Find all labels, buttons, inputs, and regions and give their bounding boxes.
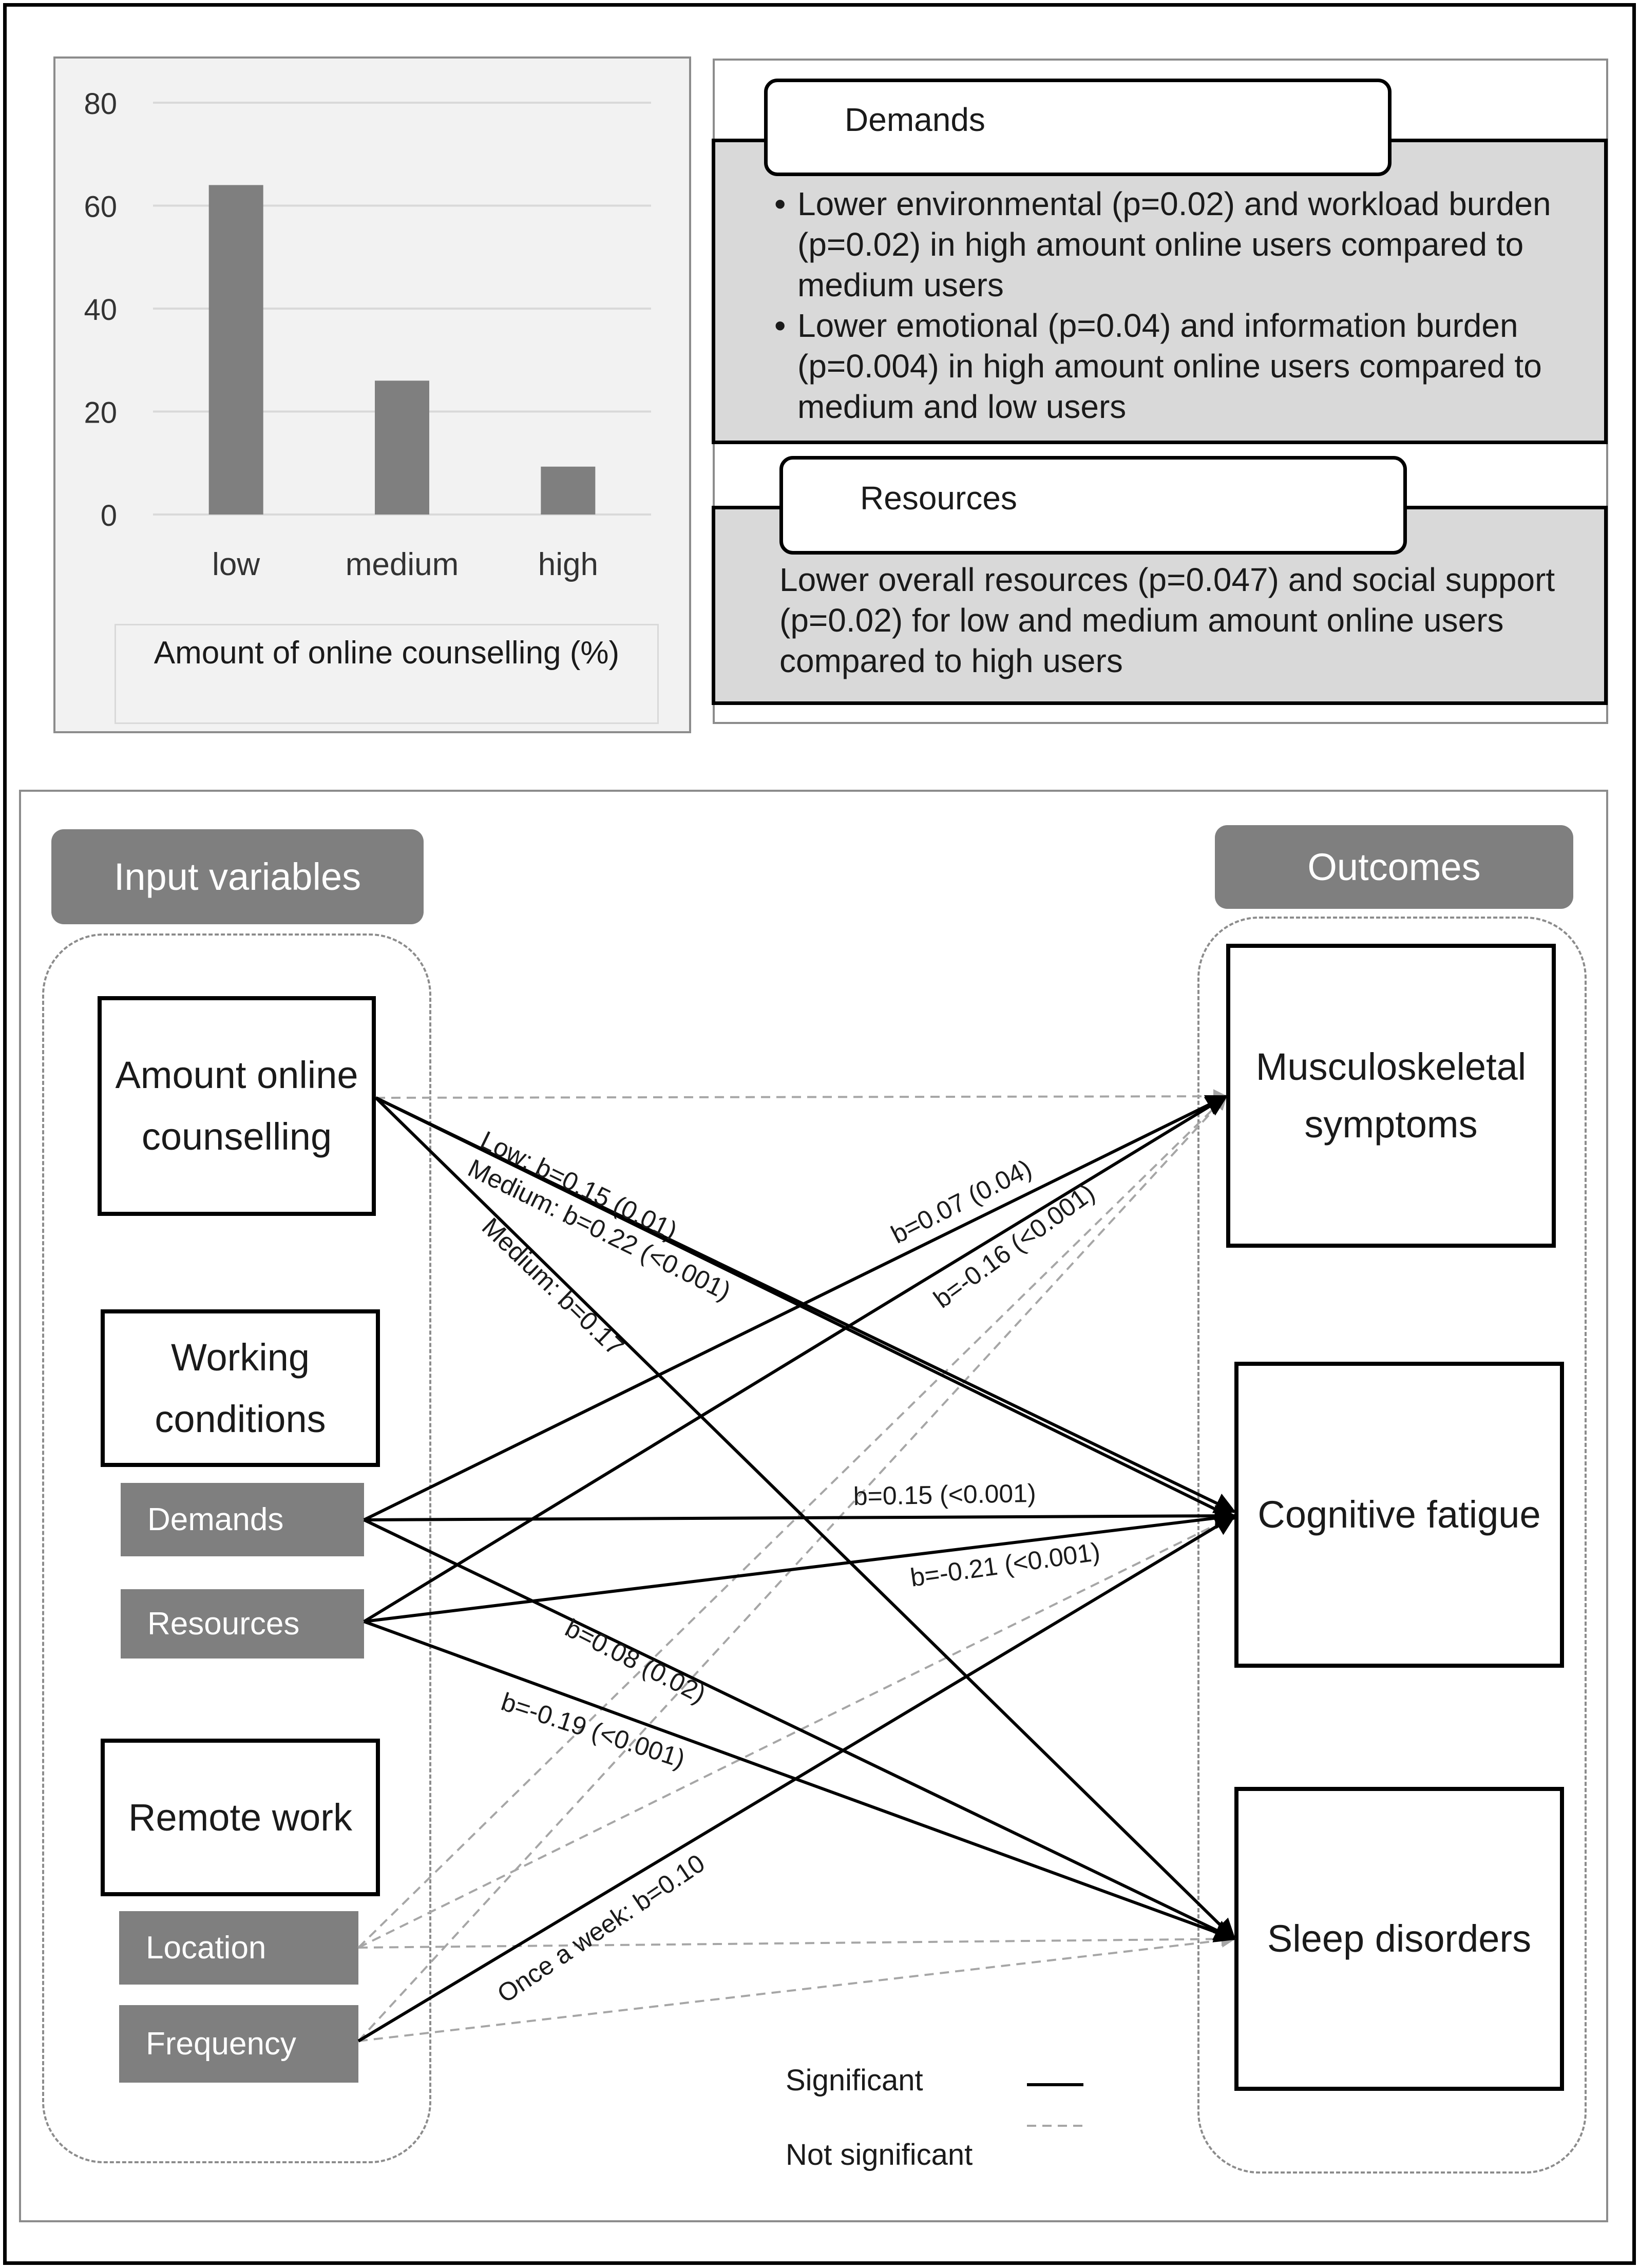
y-tick-label: 0 — [101, 499, 117, 532]
y-tick-label: 80 — [84, 87, 117, 121]
path-resources-to-msk — [363, 1095, 1228, 1623]
input-remote-work: Remote work — [101, 1739, 380, 1896]
y-tick-label: 60 — [84, 190, 117, 224]
x-tick-label: low — [212, 547, 260, 582]
outcome-cog-label: Cognitive fatigue — [1257, 1493, 1541, 1536]
path-coefficient-label: b=-0.21 (<0.001) — [908, 1537, 1102, 1592]
x-tick-label: medium — [346, 547, 459, 582]
demands-bullet-text: Lower emotional (p=0.04) and information… — [797, 307, 1542, 425]
path-coefficient-label: b=0.15 (<0.001) — [853, 1479, 1036, 1511]
bullet-icon: • — [774, 307, 786, 344]
bar-chart: 0 20 40 60 80 low medium high — [84, 87, 651, 582]
path-location-to-msk — [357, 1095, 1227, 1949]
path-frequency-to-cog — [357, 1514, 1236, 2043]
resources-title: Resources — [779, 456, 1407, 555]
path-amount-to-msk — [375, 1089, 1228, 1104]
outcome-sleep-disorders: Sleep disorders — [1234, 1787, 1564, 2091]
input-amount-online-counselling: Amount online counselling — [98, 996, 376, 1216]
outcome-cognitive-fatigue: Cognitive fatigue — [1234, 1362, 1564, 1668]
input-variables-header: Input variables — [51, 829, 424, 924]
input-remote-label: Remote work — [128, 1796, 352, 1839]
path-demands-to-cog — [364, 1505, 1237, 1527]
path-demands-to-msk — [363, 1095, 1228, 1521]
bullet-icon: • — [774, 185, 786, 222]
outcomes-group — [1197, 917, 1587, 2174]
legend-not-significant-label: Not significant — [786, 2138, 973, 2171]
path-demands-to-sleep — [363, 1518, 1236, 1940]
figure-frame — [3, 3, 1636, 2265]
path-location-to-cog — [358, 1515, 1236, 1949]
demands-findings-box — [712, 139, 1608, 444]
outcome-sleep-label: Sleep disorders — [1267, 1917, 1532, 1960]
demands-bullet-text: Lower environmental (p=0.02) and workloa… — [797, 185, 1551, 303]
bar-high — [541, 466, 596, 514]
chart-x-axis-label: Amount of online counselling (%) — [115, 624, 659, 724]
y-tick-label: 20 — [84, 396, 117, 430]
path-frequency-to-sleep — [358, 1933, 1236, 2042]
outcome-musculoskeletal-symptoms: Musculoskeletal symptoms — [1226, 944, 1556, 1248]
demands-bullet: • Lower environmental (p=0.02) and workl… — [774, 184, 1575, 306]
legend-significant-label: Significant — [786, 2064, 923, 2097]
demands-bullet-list: • Lower environmental (p=0.02) and workl… — [774, 184, 1575, 427]
input-resources: Resources — [121, 1589, 364, 1659]
outcomes-header: Outcomes — [1215, 825, 1573, 909]
input-demands: Demands — [121, 1483, 364, 1556]
input-working-label: Working conditions — [155, 1336, 326, 1440]
outcome-msk-label: Musculoskeletal symptoms — [1255, 1045, 1527, 1146]
demands-bullet: • Lower emotional (p=0.04) and informati… — [774, 306, 1575, 427]
path-resources-to-cog — [364, 1507, 1237, 1623]
path-coefficient-label: b=0.08 (0.02) — [561, 1613, 711, 1709]
bar-low — [208, 185, 263, 514]
resources-finding-text: Lower overall resources (p=0.047) and so… — [779, 561, 1555, 679]
path-frequency-to-msk — [357, 1095, 1227, 2042]
input-working-conditions: Working conditions — [101, 1309, 380, 1467]
input-amount-label: Amount online counselling — [115, 1054, 358, 1158]
input-location: Location — [119, 1911, 358, 1985]
bar-chart-panel: 0 20 40 60 80 low medium high — [53, 56, 691, 733]
path-amount-to-cog — [375, 1096, 1236, 1520]
bar-medium — [375, 380, 429, 514]
path-location-to-sleep — [358, 1932, 1236, 1949]
input-variables-group — [42, 933, 431, 2163]
demands-title: Demands — [764, 79, 1392, 176]
x-tick-label: high — [538, 547, 598, 582]
path-coefficient-label: Once a week: b=0.10 — [492, 1848, 710, 2008]
input-frequency: Frequency — [119, 2005, 358, 2083]
y-tick-label: 40 — [84, 293, 117, 327]
path-resources-to-sleep — [363, 1620, 1236, 1942]
